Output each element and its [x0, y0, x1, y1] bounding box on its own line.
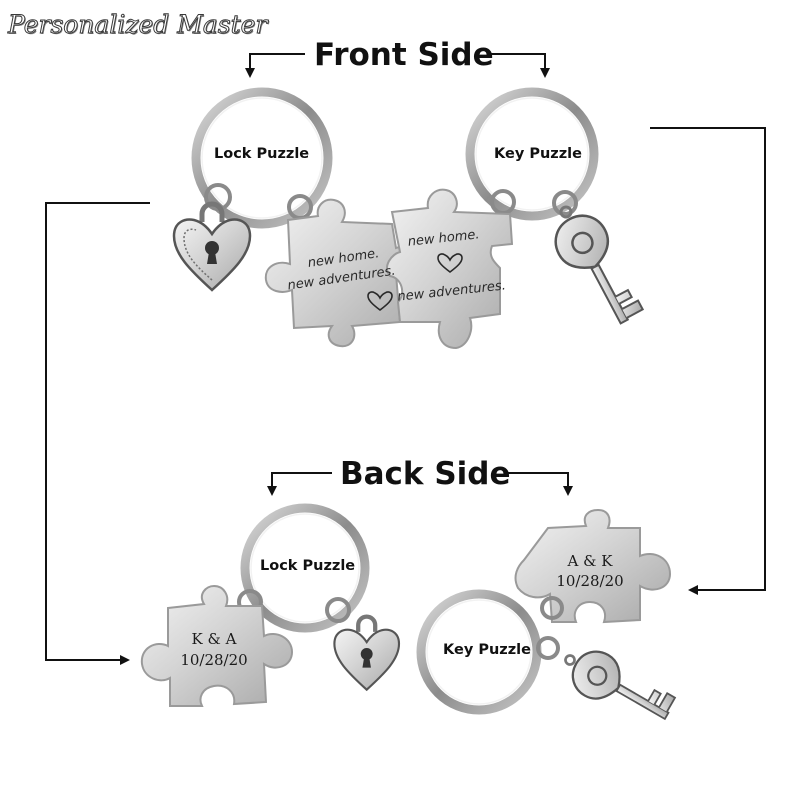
brand-watermark: Personalized Master [7, 10, 268, 40]
front-side-bracket-arrow [245, 53, 550, 78]
back-key-date: 10/28/20 [556, 572, 623, 590]
key-side-link-arrow [650, 127, 766, 595]
heart-padlock-icon [333, 614, 401, 692]
heart-icon [437, 253, 463, 274]
back-key-puzzle-piece [514, 508, 672, 624]
front-side-heading: Front Side [314, 37, 494, 73]
back-key-keyring [416, 589, 564, 715]
back-key-label: Key Puzzle [443, 642, 531, 658]
back-side-heading: Back Side [340, 456, 511, 492]
back-side-bracket-arrow [267, 472, 573, 496]
back-lock-puzzle-piece [140, 584, 294, 707]
key-charm-icon [554, 205, 645, 325]
back-lock-label: Lock Puzzle [260, 558, 356, 574]
back-lock-initials: K & A [192, 630, 237, 648]
back-key-initials: A & K [567, 552, 614, 570]
front-lock-label: Lock Puzzle [214, 146, 310, 162]
front-key-engraving-line1: new home. [407, 227, 480, 249]
lock-side-link-arrow [45, 202, 150, 665]
heart-icon [367, 291, 393, 312]
key-charm-icon [564, 650, 677, 721]
front-key-label: Key Puzzle [494, 146, 582, 162]
heart-padlock-icon [172, 201, 252, 292]
front-key-puzzle-piece [386, 188, 514, 350]
back-lock-date: 10/28/20 [180, 651, 247, 669]
front-lock-keyring [191, 87, 333, 229]
